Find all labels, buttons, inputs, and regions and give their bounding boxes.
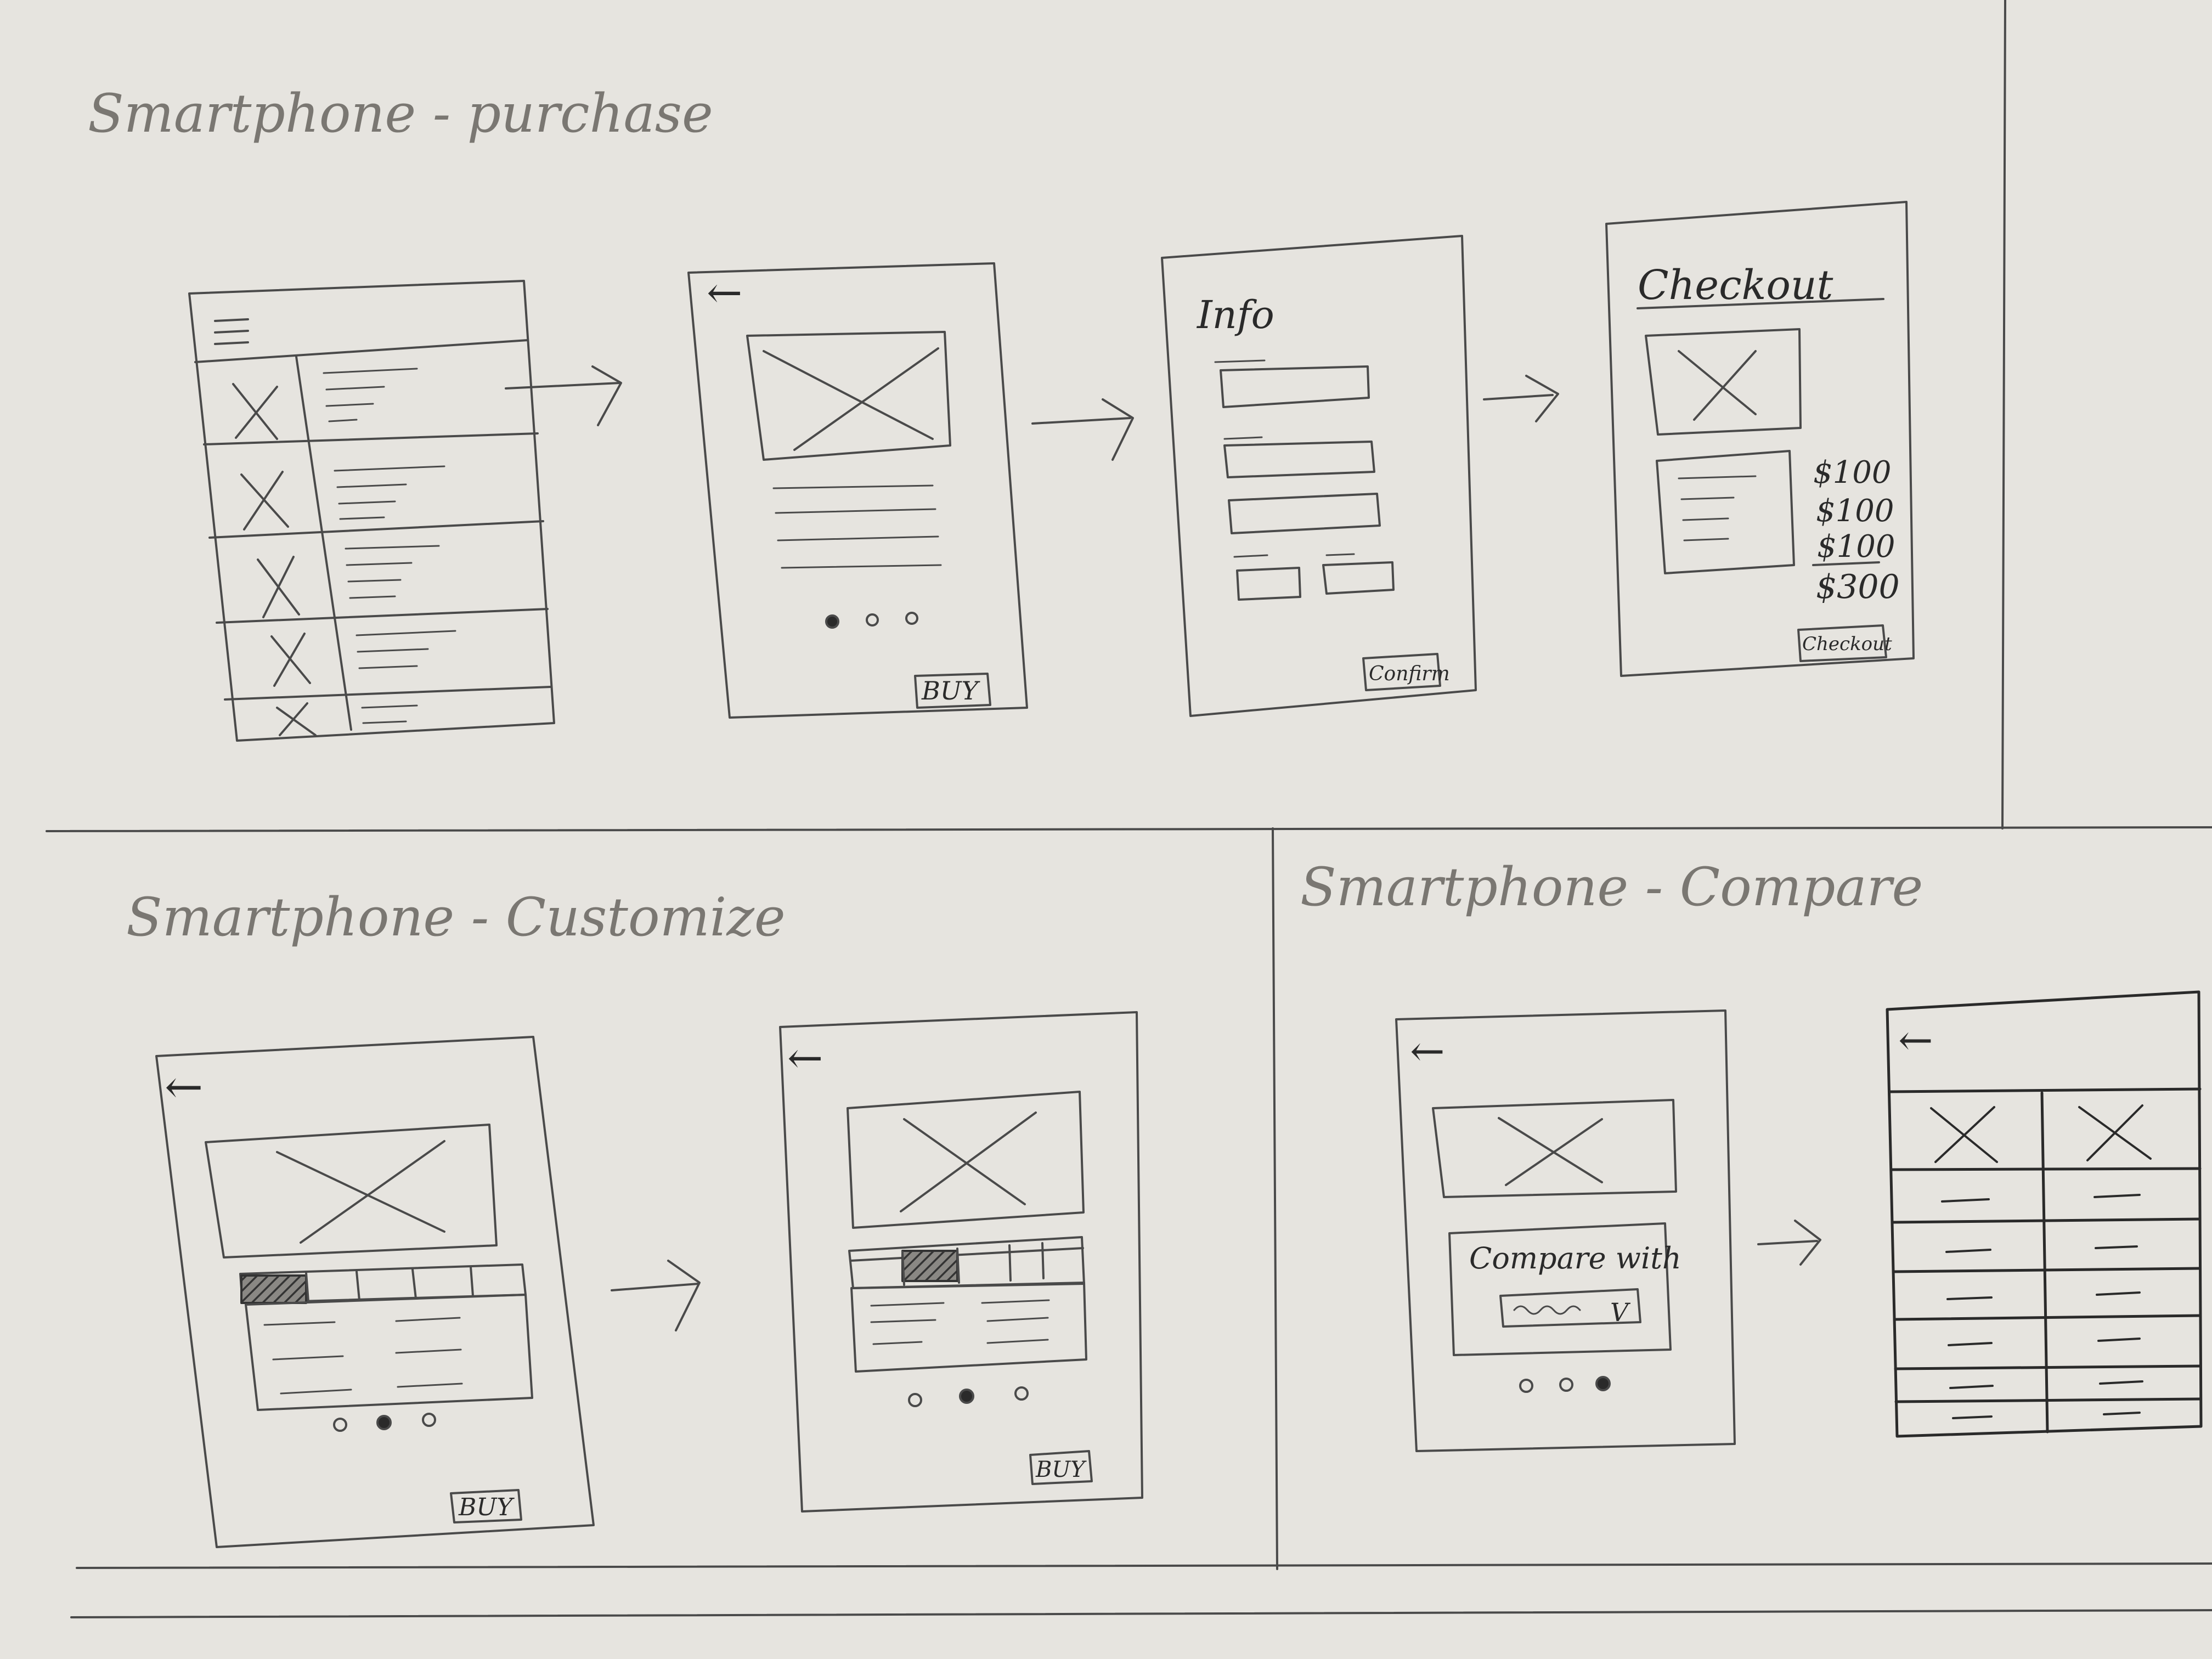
back-arrow-icon[interactable]: ← (165, 1060, 203, 1114)
carousel-dot[interactable] (333, 1418, 347, 1432)
carousel-dot[interactable] (866, 613, 879, 627)
info-heading: Info (1196, 292, 1274, 337)
price-line-2: $100 (1816, 493, 1894, 529)
carousel-dot-active[interactable] (825, 614, 839, 629)
flow-arrow-2 (1031, 398, 1134, 461)
form-input-fields[interactable] (1220, 365, 1395, 601)
text-input-field[interactable] (1228, 493, 1381, 534)
back-arrow-icon[interactable]: ← (707, 268, 742, 318)
carousel-dot[interactable] (905, 612, 918, 625)
buy-button[interactable]: BUY (914, 673, 991, 709)
table-cell-text-lines (1941, 1194, 2143, 1419)
total-separator (1812, 561, 1880, 566)
description-text-lines (772, 484, 942, 569)
hamburger-menu-icon (214, 318, 249, 345)
flow-arrow-5 (1757, 1220, 1821, 1266)
screen-info-form: Info Confirm (1161, 235, 1477, 717)
checkout-heading: Checkout (1638, 262, 1833, 309)
back-arrow-icon[interactable]: ← (1410, 1026, 1445, 1075)
panel-borders (46, 0, 2212, 1618)
checkout-image-placeholder (1645, 328, 1802, 436)
chevron-down-icon: V (1610, 1297, 1631, 1327)
carousel-dots[interactable] (908, 1386, 1029, 1407)
text-input-field[interactable] (1220, 365, 1370, 408)
screen-compare-table: ← (1886, 990, 2203, 1438)
compare-with-label: Compare with (1469, 1241, 1681, 1276)
compare-dropdown[interactable]: V (1499, 1288, 1641, 1328)
price-line-1: $100 (1813, 455, 1892, 490)
carousel-dots[interactable] (333, 1413, 436, 1432)
buy-button-label: BUY (458, 1493, 515, 1521)
image-placeholder-icon (232, 383, 317, 736)
flow-arrow-1 (505, 365, 622, 426)
small-input-field[interactable] (1322, 561, 1395, 595)
price-total: $300 (1816, 568, 1900, 606)
section-title-purchase: Smartphone - purchase (88, 83, 713, 144)
carousel-dot-active[interactable] (959, 1389, 974, 1404)
screen-product-detail: ← BUY (687, 262, 1028, 719)
product-image-placeholder (847, 1091, 1085, 1229)
back-arrow-icon[interactable]: ← (1898, 1015, 1933, 1064)
back-arrow-icon[interactable]: ← (787, 1034, 823, 1083)
flow-arrow-4 (611, 1260, 701, 1331)
small-input-field[interactable] (1236, 567, 1301, 601)
checkout-button[interactable]: Checkout (1797, 624, 1892, 662)
carousel-dot-active[interactable] (1595, 1376, 1611, 1391)
price-line-3: $100 (1817, 529, 1895, 565)
option-tab-selected[interactable] (901, 1250, 958, 1282)
carousel-dot-active[interactable] (376, 1415, 392, 1430)
screen-customize-b: ← B (779, 1011, 1143, 1513)
form-field-labels (1214, 359, 1355, 558)
section-title-customize: Smartphone - Customize (126, 887, 786, 948)
carousel-dots[interactable] (1519, 1376, 1611, 1393)
list-item-text-lines (323, 368, 456, 724)
carousel-dot[interactable] (1519, 1379, 1533, 1393)
option-tab-strip[interactable] (239, 1263, 527, 1304)
section-title-compare: Smartphone - Compare (1300, 856, 1923, 918)
text-input-field[interactable] (1223, 441, 1375, 478)
buy-button-label: BUY (1035, 1457, 1087, 1482)
screen-customize-a: ← BUY (155, 1036, 595, 1548)
product-image-placeholder (746, 331, 951, 461)
buy-button[interactable]: BUY (1029, 1450, 1093, 1485)
product-image-placeholder (205, 1124, 498, 1259)
carousel-dot[interactable] (422, 1413, 436, 1427)
confirm-button[interactable]: Confirm (1362, 653, 1450, 691)
screen-product-list (188, 280, 555, 742)
screen-compare-a: ← Compare with V (1395, 1009, 1736, 1452)
product-image-placeholder (1432, 1099, 1677, 1198)
buy-button-label: BUY (921, 676, 981, 706)
checkout-button-label: Checkout (1802, 633, 1892, 655)
carousel-dot[interactable] (1014, 1386, 1029, 1401)
image-placeholder-icon (1930, 1104, 2152, 1163)
compare-card: Compare with V (1448, 1222, 1681, 1356)
screen-checkout: Checkout $100 $100 $100 $300 Checkout (1605, 201, 1915, 677)
buy-button[interactable]: BUY (450, 1489, 522, 1523)
carousel-dot[interactable] (908, 1393, 922, 1407)
cart-item-card (1656, 450, 1795, 574)
option-tab-strip[interactable] (848, 1236, 1085, 1289)
flow-arrow-3 (1483, 375, 1559, 422)
confirm-button-label: Confirm (1369, 663, 1450, 685)
carousel-dot[interactable] (1559, 1378, 1573, 1392)
option-tab-selected[interactable] (240, 1274, 307, 1304)
carousel-dots[interactable] (825, 612, 918, 629)
option-details-panel (245, 1294, 533, 1411)
option-details-panel (850, 1282, 1087, 1373)
